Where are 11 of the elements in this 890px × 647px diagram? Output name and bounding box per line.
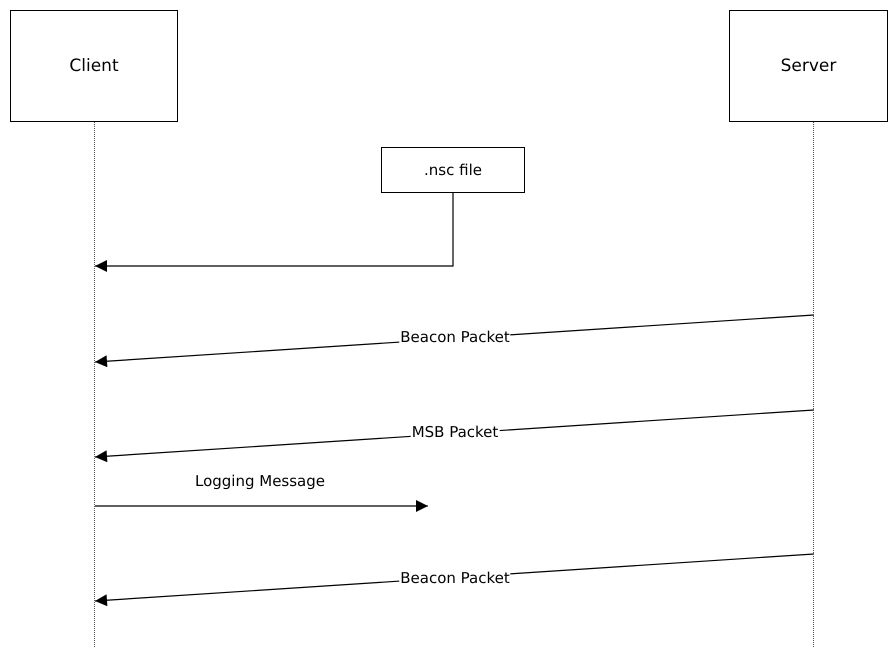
lifeline [94, 122, 95, 647]
lifeline [813, 122, 814, 647]
edge-label: Beacon Packet [399, 570, 511, 586]
arrow [95, 193, 454, 272]
file-box: .nsc file [381, 147, 525, 193]
edge-label: Logging Message [194, 472, 326, 490]
edge-label: Beacon Packet [399, 328, 511, 346]
edge-label: MSB Packet [410, 424, 500, 440]
participant-box: Client [10, 10, 178, 122]
arrow [95, 500, 428, 512]
participant-box: Server [729, 10, 888, 122]
